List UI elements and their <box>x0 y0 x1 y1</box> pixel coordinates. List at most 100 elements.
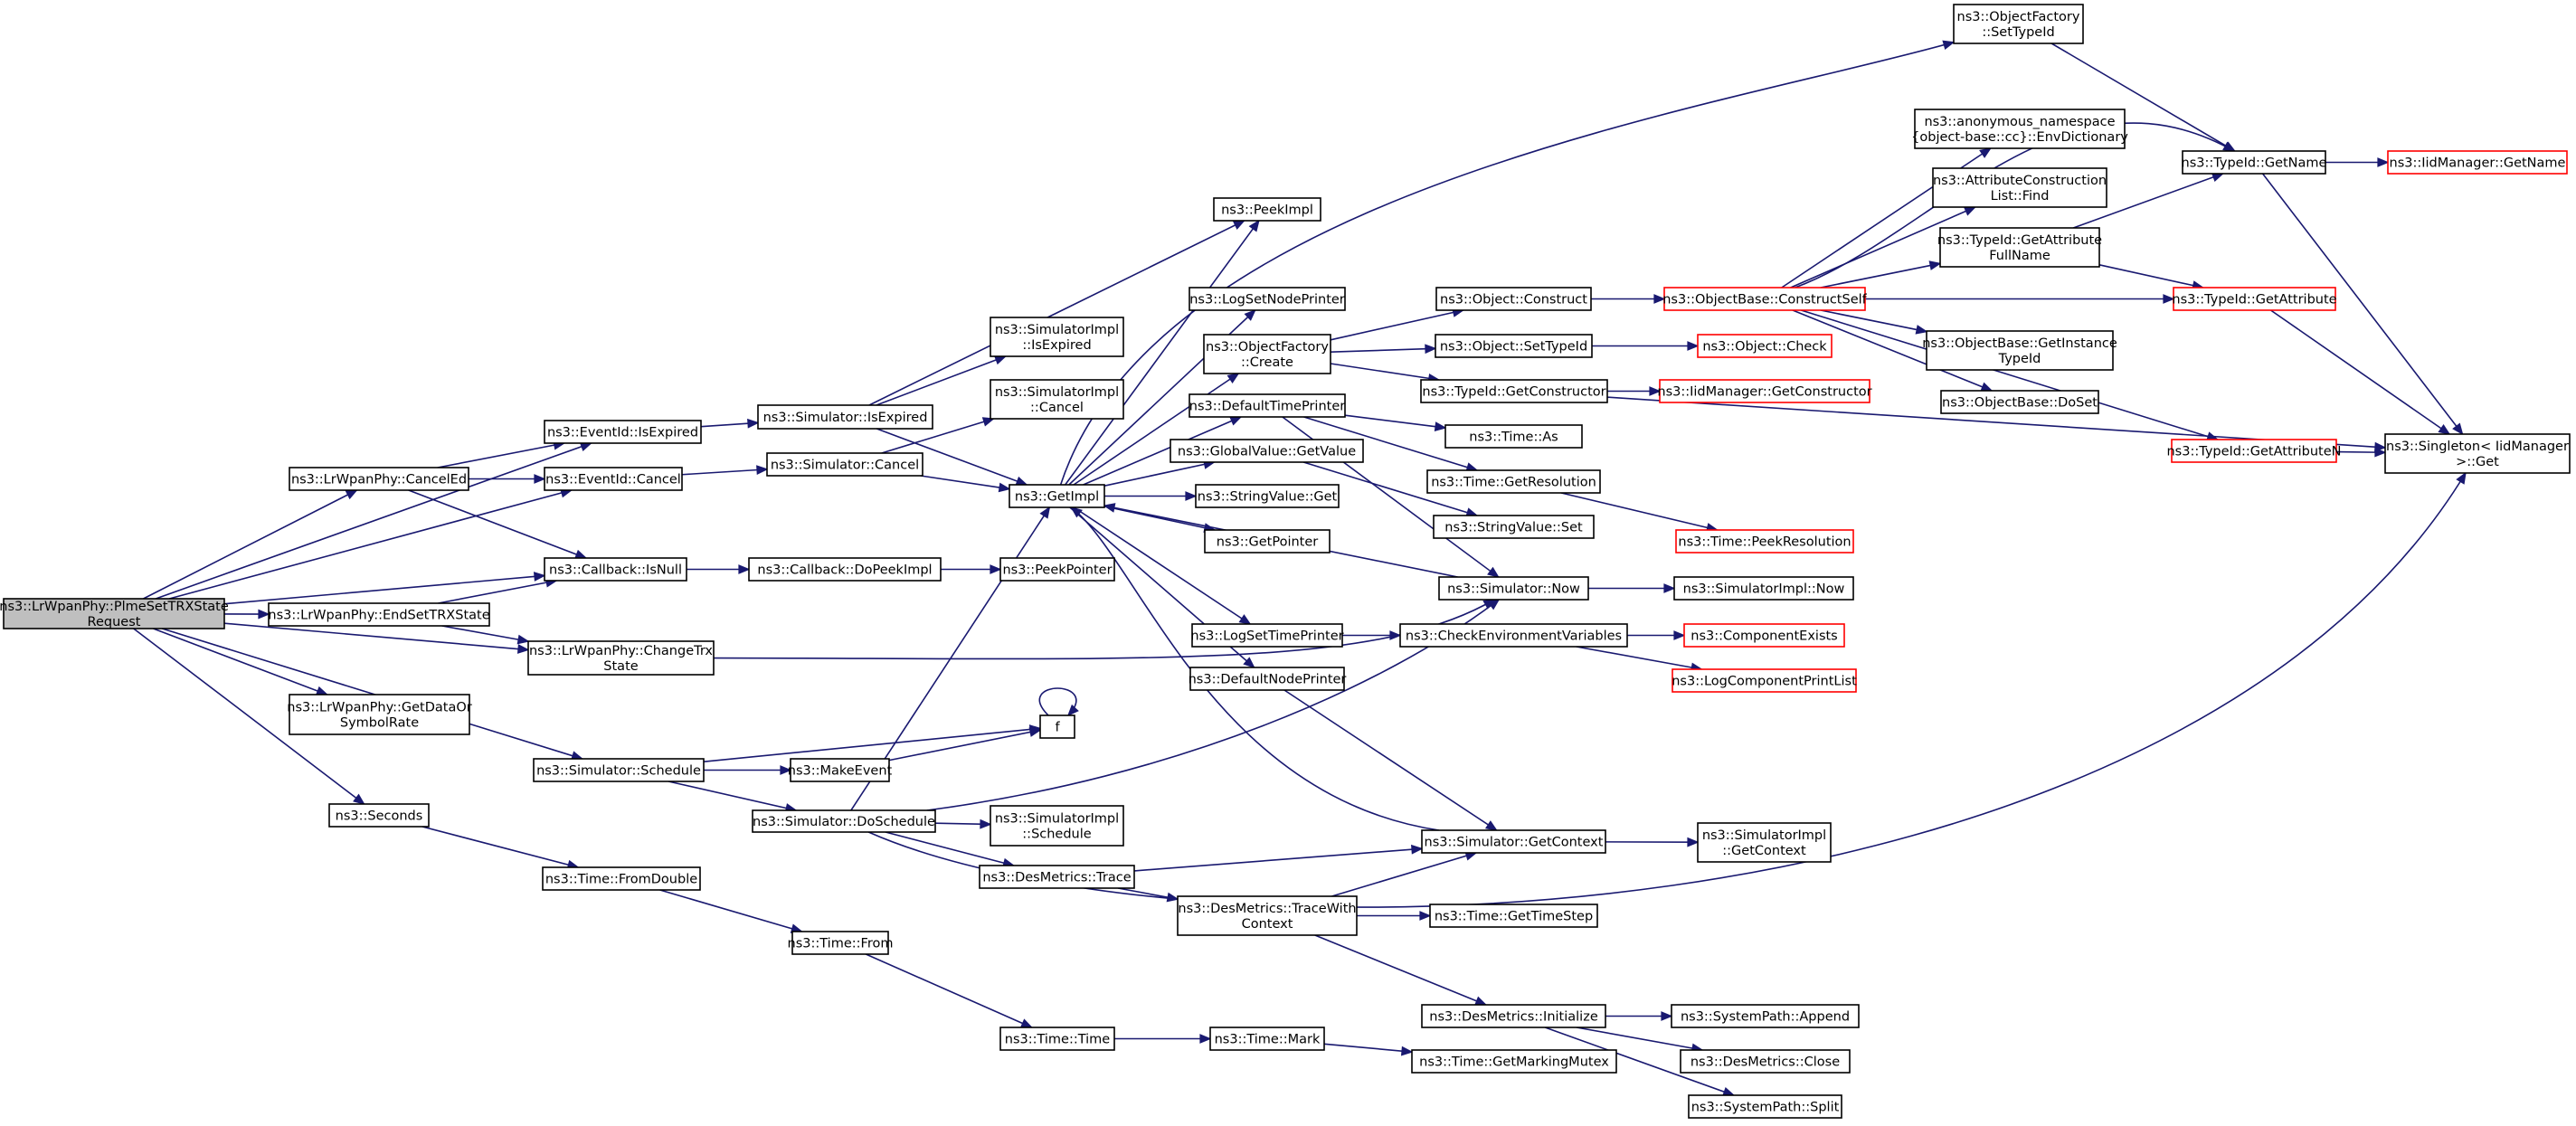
node-env-dict[interactable]: ns3::anonymous_namespace{object-base::cc… <box>1911 109 2128 149</box>
node-sv-get[interactable]: ns3::StringValue::Get <box>1195 484 1340 508</box>
node-from-double[interactable]: ns3::Time::FromDouble <box>542 866 701 891</box>
node-box <box>1429 904 1598 928</box>
node-sp-append[interactable]: ns3::SystemPath::Append <box>1671 1004 1860 1028</box>
node-si-cancel[interactable]: ns3::SimulatorImpl::Cancel <box>990 379 1124 420</box>
node-gv-get-value[interactable]: ns3::GlobalValue::GetValue <box>1170 439 1364 463</box>
node-time-get-res[interactable]: ns3::Time::GetResolution <box>1426 469 1601 494</box>
node-sp-split[interactable]: ns3::SystemPath::Split <box>1688 1094 1842 1119</box>
node-do-schedule[interactable]: ns3::Simulator::DoSchedule <box>752 809 936 833</box>
node-log-comp-print[interactable]: ns3::LogComponentPrintList <box>1672 668 1857 693</box>
node-peek-pointer[interactable]: ns3::PeekPointer <box>999 557 1115 582</box>
node-label: ns3::Callback::DoPeekImpl <box>757 563 932 578</box>
node-time-peek-res[interactable]: ns3::Time::PeekResolution <box>1675 529 1854 554</box>
node-time-get-step[interactable]: ns3::Time::GetTimeStep <box>1429 904 1598 928</box>
edge-root-to-schedule <box>161 628 582 760</box>
node-ev-expired[interactable]: ns3::EventId::IsExpired <box>544 420 702 444</box>
node-si-now[interactable]: ns3::SimulatorImpl::Now <box>1673 576 1854 601</box>
node-sim-cancel[interactable]: ns3::Simulator::Cancel <box>766 452 923 477</box>
node-time-from[interactable]: ns3::Time::From <box>788 931 894 955</box>
node-peek-impl[interactable]: ns3::PeekImpl <box>1213 197 1321 222</box>
node-cb-is-null[interactable]: ns3::Callback::IsNull <box>544 557 687 582</box>
node-ob-do-set[interactable]: ns3::ObjectBase::DoSet <box>1940 390 2099 414</box>
node-log-set-node[interactable]: ns3::LogSetNodePrinter <box>1189 287 1346 311</box>
node-cancel-ed[interactable]: ns3::LrWpanPhy::CancelEd <box>289 467 469 491</box>
node-make-event[interactable]: ns3::MakeEvent <box>788 758 893 782</box>
node-obj-set-type-id[interactable]: ns3::Object::SetTypeId <box>1435 334 1593 358</box>
node-ob-construct-self[interactable]: ns3::ObjectBase::ConstructSelf <box>1662 287 1868 311</box>
node-time-mark[interactable]: ns3::Time::Mark <box>1209 1027 1325 1051</box>
edge-tid-get-name-to-singleton-get <box>2261 173 2464 435</box>
arrowhead <box>1419 911 1432 921</box>
node-def-node-printer[interactable]: ns3::DefaultNodePrinter <box>1189 667 1347 691</box>
node-obj-construct[interactable]: ns3::Object::Construct <box>1435 287 1592 311</box>
node-label: ns3::Simulator::GetContext <box>1425 836 1604 850</box>
arrowhead <box>1199 1034 1212 1044</box>
node-iid-get-name[interactable]: ns3::IidManager::GetName <box>2387 150 2568 175</box>
node-f[interactable]: f <box>1039 714 1075 739</box>
node-dm-init[interactable]: ns3::DesMetrics::Initialize <box>1421 1004 1606 1028</box>
node-seconds[interactable]: ns3::Seconds <box>328 803 430 828</box>
node-si-get-context[interactable]: ns3::SimulatorImpl::GetContext <box>1697 822 1832 863</box>
edge-do-schedule-to-dm-trace <box>885 831 1014 866</box>
arrowhead <box>1015 476 1028 486</box>
node-get-pointer[interactable]: ns3::GetPointer <box>1204 529 1331 554</box>
node-ev-cancel[interactable]: ns3::EventId::Cancel <box>544 467 683 491</box>
arrowhead <box>1425 344 1437 355</box>
edge-schedule-to-do-schedule <box>668 781 797 811</box>
edge-time-mark-to-time-get-mark-mutex <box>1323 1043 1413 1053</box>
node-box <box>1697 334 1833 358</box>
node-box <box>1953 4 2084 44</box>
node-dm-close[interactable]: ns3::DesMetrics::Close <box>1680 1049 1851 1074</box>
node-time-as[interactable]: ns3::Time::As <box>1444 424 1583 449</box>
edge-sim-cancel-to-si-cancel <box>881 418 994 454</box>
node-singleton-get[interactable]: ns3::Singleton< IidManager>::Get <box>2384 433 2571 474</box>
node-time-time[interactable]: ns3::Time::Time <box>999 1027 1115 1051</box>
edge-ob-construct-self-to-ob-get-instance <box>1820 309 1927 333</box>
node-sv-set[interactable]: ns3::StringValue::Set <box>1433 515 1595 539</box>
node-label: ns3::LogComponentPrintList <box>1672 675 1857 689</box>
node-tid-get-attr[interactable]: ns3::TypeId::GetAttribute <box>2172 287 2337 311</box>
node-box <box>790 758 890 782</box>
node-schedule[interactable]: ns3::Simulator::Schedule <box>533 758 705 782</box>
node-of-set-type-id[interactable]: ns3::ObjectFactory::SetTypeId <box>1953 4 2084 44</box>
node-tid-get-ctor[interactable]: ns3::TypeId::GetConstructor <box>1420 379 1608 403</box>
node-check-env[interactable]: ns3::CheckEnvironmentVariables <box>1399 623 1628 648</box>
node-si-is-expired[interactable]: ns3::SimulatorImpl::IsExpired <box>990 317 1124 357</box>
node-comp-exists[interactable]: ns3::ComponentExists <box>1683 623 1845 648</box>
node-box <box>1688 1094 1842 1119</box>
arrowhead <box>980 818 992 829</box>
node-obj-check[interactable]: ns3::Object::Check <box>1697 334 1833 358</box>
node-label: ::Cancel <box>1030 401 1084 415</box>
node-iid-get-ctor[interactable]: ns3::IidManager::GetConstructor <box>1657 379 1872 403</box>
node-sim-is-expired[interactable]: ns3::Simulator::IsExpired <box>757 404 933 430</box>
node-dm-trace[interactable]: ns3::DesMetrics::Trace <box>979 865 1135 889</box>
edge-dm-init-to-sp-split <box>1544 1027 1735 1096</box>
edge-tid-get-attr-full-to-tid-get-attr <box>2098 264 2203 289</box>
node-sim-get-context[interactable]: ns3::Simulator::GetContext <box>1421 829 1606 854</box>
node-tid-get-name[interactable]: ns3::TypeId::GetName <box>2182 150 2327 175</box>
arrowhead <box>993 355 1008 365</box>
node-si-schedule[interactable]: ns3::SimulatorImpl::Schedule <box>990 805 1124 847</box>
arrowhead <box>516 634 530 645</box>
node-of-create[interactable]: ns3::ObjectFactory::Create <box>1203 334 1331 374</box>
node-box <box>2173 287 2336 311</box>
node-def-time-printer[interactable]: ns3::DefaultTimePrinter <box>1189 393 1346 418</box>
node-sim-now[interactable]: ns3::Simulator::Now <box>1438 576 1589 601</box>
node-end-set[interactable]: ns3::LrWpanPhy::EndSetTRXState <box>268 602 490 627</box>
node-do-peek-impl[interactable]: ns3::Callback::DoPeekImpl <box>748 557 942 582</box>
node-time-get-mark-mutex[interactable]: ns3::Time::GetMarkingMutex <box>1411 1049 1617 1074</box>
edge-ev-cancel-to-sim-cancel <box>681 468 768 476</box>
edge-gv-get-value-to-sv-set <box>1302 461 1478 516</box>
edge-cancel-ed-to-cb-is-null <box>408 489 587 559</box>
node-get-impl[interactable]: ns3::GetImpl <box>1009 484 1105 508</box>
node-log-set-time[interactable]: ns3::LogSetTimePrinter <box>1190 623 1344 648</box>
arrowhead <box>1649 386 1662 396</box>
node-tid-get-attr-n[interactable]: ns3::TypeId::GetAttributeN <box>2166 439 2342 463</box>
